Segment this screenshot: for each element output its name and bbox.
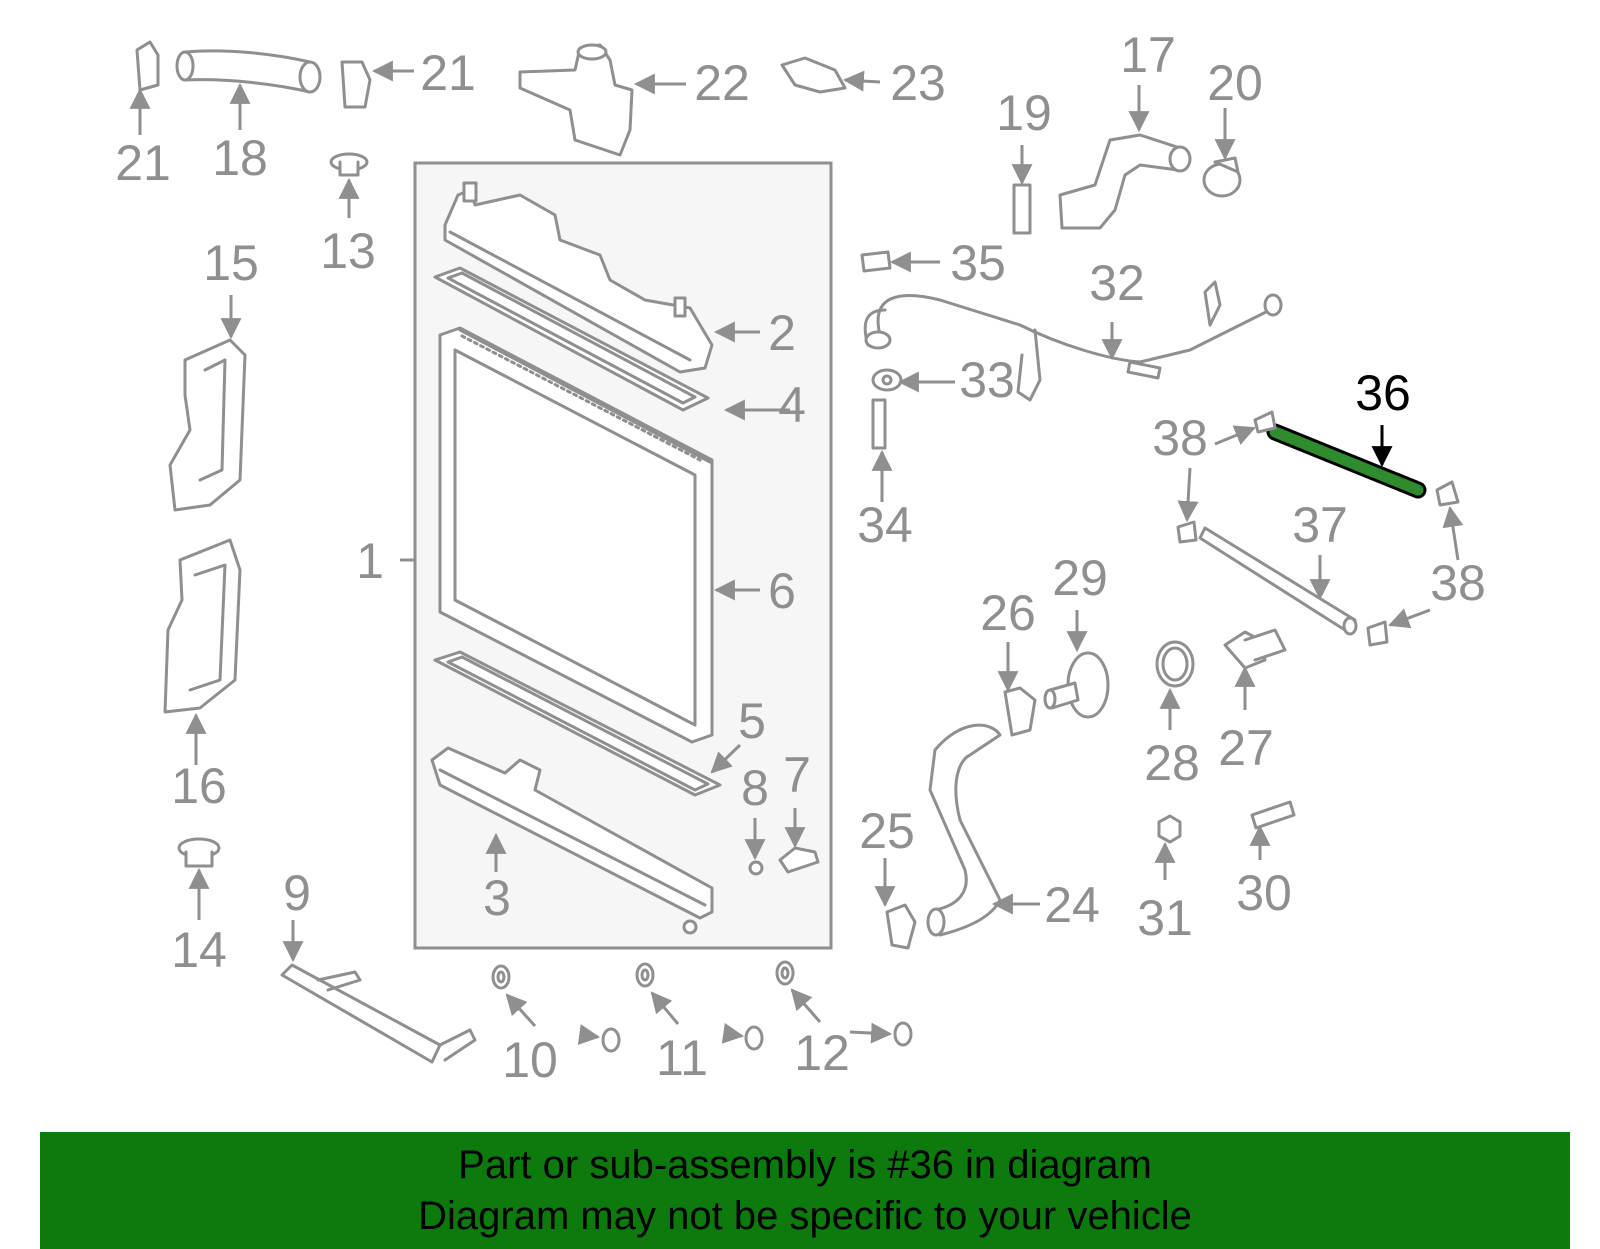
label-14: 14 (171, 922, 227, 978)
sleeve-19-part[interactable] (1012, 183, 1032, 235)
info-banner: Part or sub-assembly is #36 in diagram D… (40, 1132, 1570, 1249)
label-12: 12 (794, 1025, 850, 1081)
label-32: 32 (1089, 255, 1145, 311)
lower-tank-part[interactable] (430, 746, 714, 935)
stud-34-part[interactable] (871, 398, 887, 450)
label-36: 36 (1355, 365, 1411, 421)
bracket-16-part[interactable] (163, 538, 242, 714)
radiator-cap-23-part[interactable] (780, 56, 847, 94)
label-33: 33 (959, 352, 1015, 408)
label-25: 25 (859, 803, 915, 859)
clamp-21b-part[interactable] (340, 60, 372, 109)
upper-gasket-part[interactable] (433, 266, 710, 412)
label-10: 10 (502, 1032, 558, 1088)
mount-14-part[interactable] (177, 837, 221, 868)
upper-tank-part[interactable] (443, 181, 714, 374)
bracket-15-part[interactable] (168, 338, 247, 512)
seal-28-part[interactable] (1155, 640, 1195, 688)
label-26: 26 (980, 585, 1036, 641)
label-15: 15 (203, 235, 259, 291)
water-outlet-29-part[interactable] (1043, 651, 1110, 719)
clamp-21a-part[interactable] (135, 40, 160, 92)
grommet-11-part[interactable] (635, 962, 764, 1051)
hose-24-part[interactable] (926, 723, 1002, 937)
label-24: 24 (1044, 877, 1100, 933)
label-19: 19 (996, 85, 1052, 141)
label-22: 22 (694, 55, 750, 111)
label-2: 2 (768, 305, 796, 361)
grommet-12-part[interactable] (775, 960, 913, 1047)
grommet-10-part[interactable] (491, 964, 621, 1053)
label-31: 31 (1137, 890, 1193, 946)
lower-gasket-part[interactable] (433, 650, 722, 797)
label-6: 6 (768, 563, 796, 619)
label-17: 17 (1120, 27, 1176, 83)
banner-line-1: Part or sub-assembly is #36 in diagram (458, 1143, 1152, 1187)
label-28: 28 (1144, 735, 1200, 791)
label-7: 7 (783, 747, 811, 803)
thermostat-27-part[interactable] (1223, 628, 1287, 670)
label-38-right-upper: 38 (1430, 555, 1486, 611)
clamp-38-parts[interactable] (1176, 410, 1460, 647)
banner-line-2: Diagram may not be specific to your vehi… (418, 1194, 1192, 1238)
label-1: 1 (356, 533, 384, 589)
filler-neck-22-part[interactable] (518, 43, 634, 157)
label-16: 16 (171, 758, 227, 814)
label-21-right: 21 (420, 45, 476, 101)
nut-35-part[interactable] (860, 250, 892, 273)
label-13: 13 (320, 223, 376, 279)
hose-36-part-highlighted[interactable] (1266, 423, 1427, 499)
o-ring-part[interactable] (748, 860, 764, 876)
pipe-part[interactable] (280, 963, 477, 1064)
label-34: 34 (857, 497, 913, 553)
clamp-25-part[interactable] (885, 903, 917, 950)
label-4: 4 (778, 377, 806, 433)
hose-17-part[interactable] (1058, 133, 1192, 230)
gasket-33-part[interactable] (871, 368, 903, 392)
nut-31-part[interactable] (1157, 814, 1182, 844)
label-8: 8 (741, 760, 769, 816)
label-20: 20 (1207, 55, 1263, 111)
callout-labels: 1 2 3 4 5 6 7 8 9 10 11 12 13 14 15 16 1… (115, 27, 1486, 1088)
label-21-left: 21 (115, 135, 171, 191)
label-37: 37 (1292, 497, 1348, 553)
label-35: 35 (950, 235, 1006, 291)
label-9: 9 (283, 865, 311, 921)
label-11: 11 (656, 1030, 708, 1086)
clip-13-part[interactable] (329, 152, 369, 177)
label-3: 3 (483, 870, 511, 926)
hose-37-part[interactable] (1198, 526, 1358, 636)
stud-30-part[interactable] (1250, 800, 1296, 830)
radiator-core-part[interactable] (438, 326, 714, 744)
label-38-top: 38 (1152, 410, 1208, 466)
label-18: 18 (212, 130, 268, 186)
label-29: 29 (1052, 550, 1108, 606)
clamp-26-part[interactable] (1003, 686, 1037, 737)
hose-18-part[interactable] (175, 49, 322, 94)
pipe-32-part[interactable] (863, 280, 1283, 402)
label-23: 23 (890, 55, 946, 111)
label-30: 30 (1236, 865, 1292, 921)
leader-lines (129, 60, 1464, 1045)
label-5: 5 (738, 693, 766, 749)
clamp-20-part[interactable] (1202, 156, 1242, 198)
label-27: 27 (1218, 720, 1274, 776)
